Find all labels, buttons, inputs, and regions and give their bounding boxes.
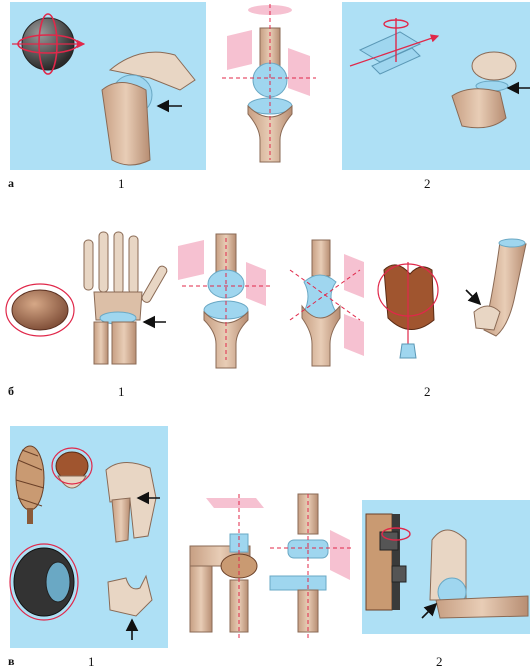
row-letter-c: в <box>8 654 15 668</box>
row-a-group2-label: 2 <box>424 176 431 191</box>
tire-icon <box>9 543 79 621</box>
row-b-group1-label: 1 <box>118 384 125 399</box>
acorn-icon <box>51 447 93 489</box>
ellipsoid-icon <box>5 283 75 337</box>
bone-pair-icon <box>105 462 160 543</box>
hinge-model-icon <box>189 494 264 640</box>
elbow-joint-icon <box>421 529 529 619</box>
row-b-group2-label: 2 <box>424 384 431 399</box>
ball-icon <box>12 13 86 75</box>
shoulder-joint-icon <box>101 51 196 166</box>
bone-notch-icon <box>107 574 153 640</box>
saddle-icon <box>377 262 439 359</box>
ball-joint-model-icon <box>222 4 316 163</box>
pivot-model-icon <box>269 493 352 640</box>
row-letter-b: б <box>8 384 14 398</box>
ellipsoid-joint-model-icon <box>178 233 272 369</box>
saddle-joint-model-icon <box>289 239 364 367</box>
hand-wrist-icon <box>83 231 168 365</box>
row-a-group1-label: 1 <box>118 176 125 191</box>
row-c-group2-label: 2 <box>436 654 443 669</box>
thumb-saddle-joint-icon <box>465 238 527 337</box>
pine-cone-icon <box>15 445 45 524</box>
door-hinge-icon <box>365 513 411 611</box>
row-letter-a: а <box>8 176 14 190</box>
row-c-group1-label: 1 <box>88 654 95 669</box>
flat-joint-bone-icon <box>451 51 530 129</box>
flat-plates-icon <box>349 18 440 75</box>
